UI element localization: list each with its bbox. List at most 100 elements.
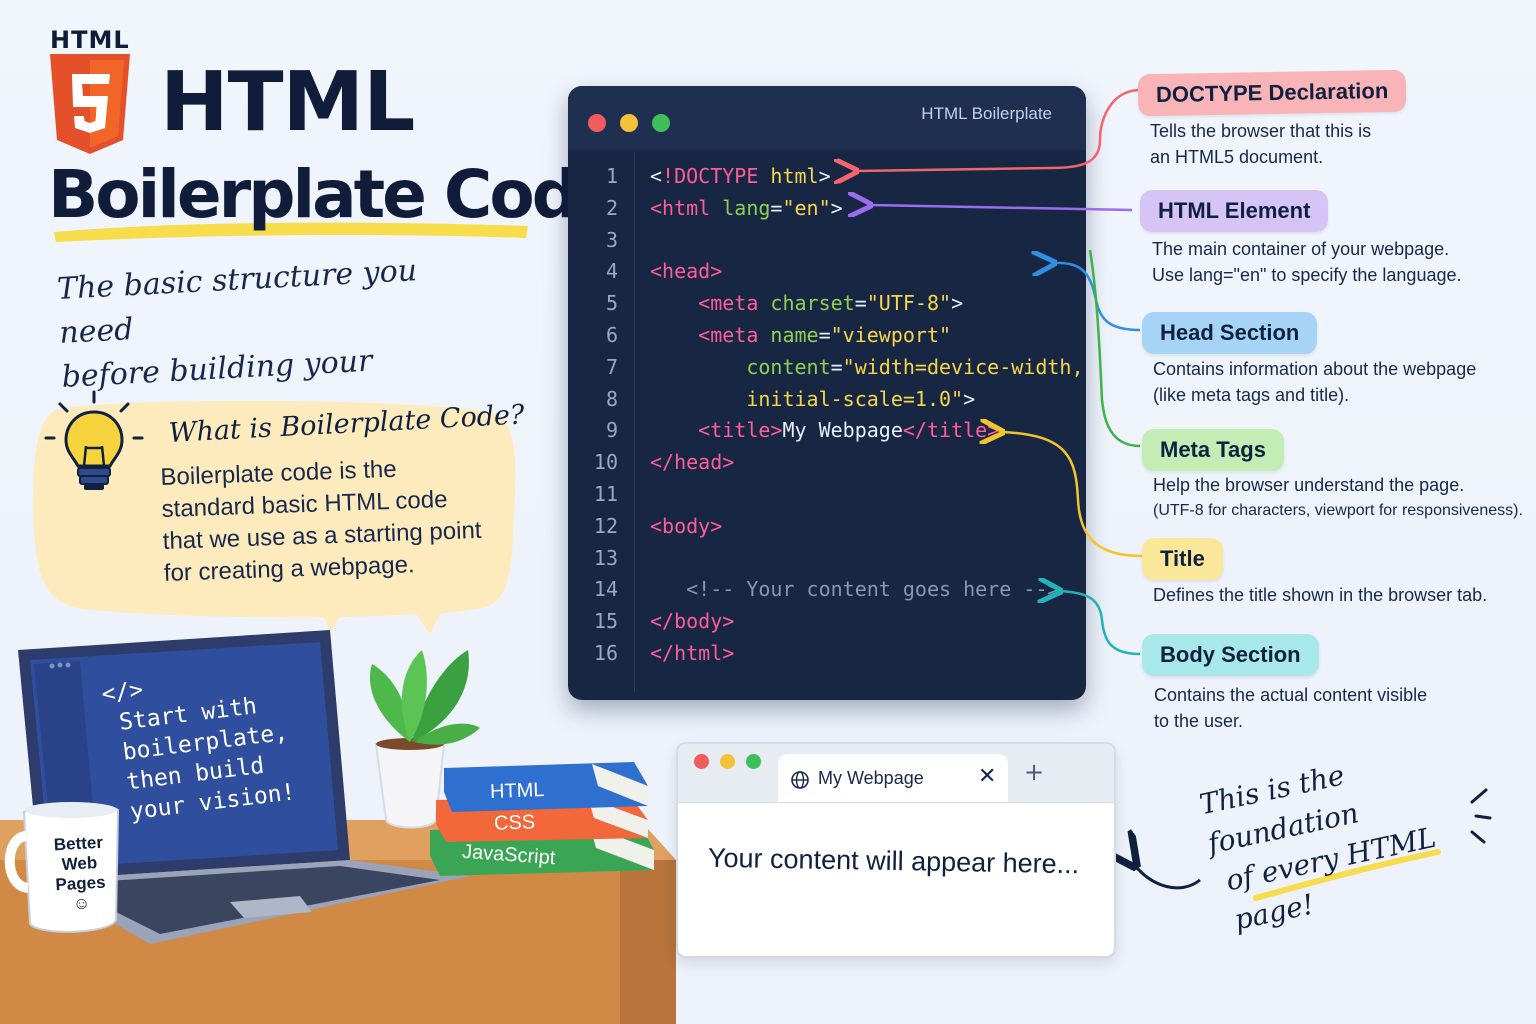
minimize-dot-icon[interactable] <box>720 754 735 769</box>
code-token: </head> <box>650 450 735 475</box>
speech-bubble <box>33 400 516 634</box>
code-token: !DOCTYPE <box>662 164 771 188</box>
code-text: <!-- Your content goes here --> <box>650 573 1059 605</box>
title-line-2: Boilerplate Code <box>48 156 621 233</box>
annotation-label-meta-tags: Meta Tags <box>1142 429 1284 471</box>
code-text: </body> <box>650 605 734 637</box>
annotation-description-line: Contains the actual content visible <box>1154 685 1428 705</box>
book-label-html: HTML <box>489 779 545 803</box>
code-token <box>650 418 698 442</box>
code-text: <meta name="viewport" <box>650 319 951 351</box>
code-token: = <box>818 323 831 347</box>
code-token: "en" <box>782 195 831 220</box>
annotation-description-line: Contains information about the webpage <box>1153 359 1477 379</box>
annotation-description-line: (like meta tags and title). <box>1153 385 1350 405</box>
line-number: 11 <box>593 482 618 506</box>
line-number: 9 <box>605 418 618 443</box>
code-text: <title>My Webpage</title> <box>650 414 999 446</box>
line-number: 4 <box>605 259 618 284</box>
code-token: <meta <box>698 323 771 347</box>
gutter-divider <box>634 152 635 692</box>
lightbulb-icon <box>44 390 144 490</box>
browser-tab[interactable]: My Webpage ✕ <box>778 754 1008 802</box>
browser-tab-label: My Webpage <box>818 768 924 788</box>
code-token <box>650 291 698 315</box>
mug-text: Better Web Pages ☺ <box>42 832 118 916</box>
code-text: </head> <box>650 446 734 478</box>
maximize-dot-icon <box>652 114 670 132</box>
code-token: <meta <box>698 291 771 316</box>
browser-titlebar: My Webpage ✕ + <box>678 744 1114 803</box>
code-token: charset <box>770 291 855 316</box>
browser-content-text: Your content will appear here... <box>707 842 1080 880</box>
annotation-description: Help the browser understand the page. (UT… <box>1153 472 1523 524</box>
code-token <box>650 323 698 347</box>
line-number: 15 <box>593 609 618 634</box>
annotation-label-html-element: HTML Element <box>1140 190 1329 232</box>
smile-icon: ☺ <box>72 893 91 914</box>
code-token: > <box>963 386 976 411</box>
code-token: lang <box>722 195 771 220</box>
book-label-css: CSS <box>493 811 536 835</box>
html5-shield-icon <box>50 54 130 154</box>
annotation-label-body-section: Body Section <box>1142 634 1319 676</box>
code-token: "viewport" <box>830 323 952 347</box>
code-token: < <box>650 164 663 188</box>
code-text: <html lang="en"> <box>650 192 843 224</box>
line-number: 5 <box>605 291 618 316</box>
code-token: = <box>770 195 783 220</box>
code-token <box>650 387 746 411</box>
code-token: name <box>770 323 819 347</box>
annotation-description-line: Help the browser understand the page. <box>1153 475 1465 495</box>
line-number: 7 <box>605 354 618 379</box>
close-dot-icon[interactable] <box>694 754 709 769</box>
line-number: 16 <box>593 641 618 665</box>
annotation-description: Contains information about the webpage (l… <box>1153 356 1476 408</box>
line-number: 3 <box>605 227 618 252</box>
line-number: 12 <box>593 513 618 538</box>
close-dot-icon <box>588 114 606 132</box>
annotation-description-line: (UTF-8 for characters, viewport for resp… <box>1153 502 1523 519</box>
line-number: 10 <box>593 450 618 475</box>
code-text: </html> <box>650 637 734 669</box>
maximize-dot-icon[interactable] <box>746 754 761 769</box>
annotation-description: The main container of your webpage.Use l… <box>1152 236 1462 288</box>
foundation-arrow <box>1134 864 1201 890</box>
close-tab-icon[interactable]: ✕ <box>978 764 997 789</box>
new-tab-button[interactable]: + <box>1024 758 1045 786</box>
code-text: initial-scale=1.0"> <box>650 383 975 415</box>
code-token: <title> <box>698 418 783 443</box>
title-line-1: HTML <box>160 55 415 150</box>
code-token: </html> <box>650 641 735 665</box>
line-number: 13 <box>593 545 618 570</box>
html5-logo-text: HTML <box>50 26 130 54</box>
line-number: 8 <box>605 386 618 411</box>
desk-scene <box>0 630 676 1024</box>
line-number: 14 <box>593 577 618 602</box>
title-highlight <box>54 222 528 242</box>
code-token: > <box>830 195 843 220</box>
code-token: "UTF-8" <box>866 291 952 316</box>
editor-title: HTML Boilerplate <box>921 104 1052 123</box>
code-token: content <box>746 354 831 379</box>
line-number: 1 <box>605 164 618 188</box>
laptop-screen-text: </> Start with boilerplate, then build y… <box>100 676 297 827</box>
code-token: <head> <box>650 259 723 284</box>
annotation-description-line: Defines the title shown in the browser t… <box>1153 585 1488 605</box>
globe-icon <box>791 771 809 789</box>
code-token: </title> <box>902 418 1000 443</box>
code-text: <!DOCTYPE html> <box>650 160 831 192</box>
connector-meta <box>1088 249 1141 448</box>
code-text: <head> <box>650 255 722 287</box>
annotation-description-line: Use lang="en" to specify the language. <box>1152 265 1462 285</box>
code-token: = <box>830 354 843 379</box>
browser-window: My Webpage ✕ + Your content will appear … <box>676 742 1116 958</box>
code-text: content="width=device-width, <box>650 351 1084 383</box>
code-token: > <box>951 291 964 316</box>
bubble-text: Boilerplate code is the standard basic H… <box>160 455 482 587</box>
code-token: </body> <box>650 609 735 634</box>
code-token: My Webpage <box>782 418 903 443</box>
code-token: "width=device-width, <box>842 354 1084 379</box>
